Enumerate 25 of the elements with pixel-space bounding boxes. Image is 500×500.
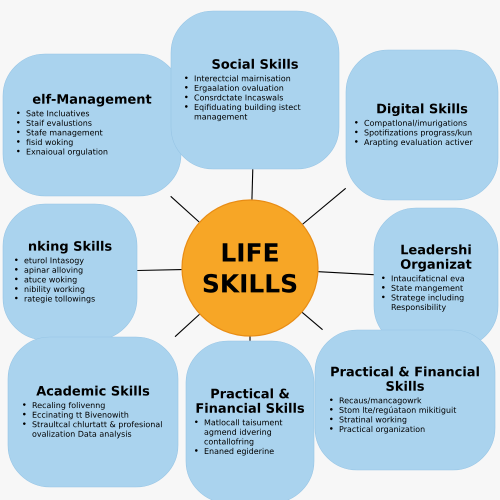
- skill-bubble: [314, 330, 496, 470]
- connector-line: [302, 188, 346, 225]
- connector-line: [249, 336, 251, 341]
- skill-bubble: [170, 10, 340, 170]
- bubble-title: nking Skills: [28, 240, 112, 254]
- connector-line: [302, 312, 323, 330]
- bubble-title: Practical & Financial Skills: [331, 366, 479, 391]
- center-title: LIFE SKILLS: [204, 243, 296, 293]
- bubble-title: Academic Skills: [36, 386, 150, 396]
- skill-bubble: [2, 204, 138, 340]
- connector-line: [174, 314, 200, 338]
- connector-line: [137, 268, 182, 272]
- center-circle: [181, 199, 319, 337]
- skill-bubble: [346, 50, 498, 200]
- bubble-title: Digital Skills: [377, 103, 468, 116]
- bubble-title: Social Skills: [212, 58, 298, 69]
- connector-line: [318, 271, 374, 276]
- skill-bubble: [8, 336, 178, 488]
- bubble-title: Leadershi Organizat: [400, 244, 472, 272]
- skill-bubble: [2, 54, 182, 196]
- bubble-title: Practical & Financial Skills: [196, 388, 304, 413]
- connector-line: [251, 169, 254, 200]
- connector-line: [170, 196, 200, 222]
- bubble-title: elf-Management: [32, 94, 152, 106]
- skill-bubble: [186, 340, 314, 500]
